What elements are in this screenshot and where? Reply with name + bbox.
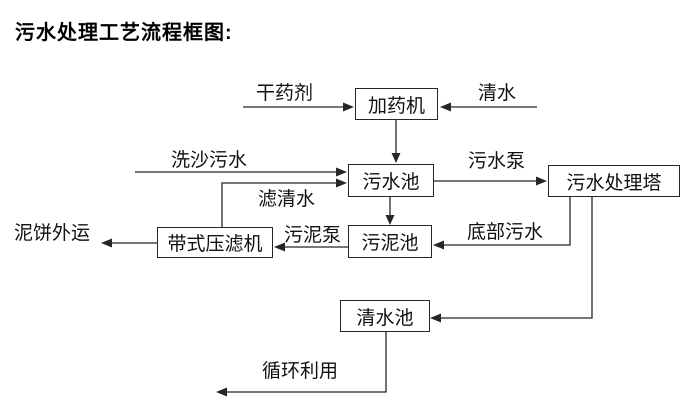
node-sludge-pool: 污泥池 bbox=[348, 225, 432, 258]
label-sewage-pump: 污水泵 bbox=[468, 151, 526, 172]
arrow-bottom-sewage bbox=[433, 197, 571, 250]
label-filtered-water: 滤清水 bbox=[258, 189, 316, 210]
label-dry-agent: 干药剂 bbox=[256, 83, 314, 104]
label-recycling: 循环利用 bbox=[262, 361, 339, 382]
node-treatment-tower: 污水处理塔 bbox=[548, 165, 680, 197]
label-mud-cake-out: 泥饼外运 bbox=[14, 223, 91, 244]
arrow-mud-cake-out bbox=[101, 238, 157, 248]
arrow-sludge-pump bbox=[274, 242, 348, 252]
arrow-recycling bbox=[216, 332, 387, 397]
arrow-sewage-pump bbox=[434, 176, 547, 186]
node-sewage-pool: 污水池 bbox=[348, 164, 434, 197]
label-sand-washing-sewage: 洗沙污水 bbox=[171, 150, 248, 171]
node-belt-filter-press: 带式压滤机 bbox=[157, 227, 273, 258]
label-bottom-sewage: 底部污水 bbox=[467, 222, 544, 243]
node-dosing-machine: 加药机 bbox=[355, 88, 438, 120]
page-title: 污水处理工艺流程框图: bbox=[15, 22, 233, 44]
arrow-dosing-to-sewage-pool bbox=[391, 120, 401, 163]
arrow-tower-to-clean-pool bbox=[430, 197, 593, 323]
arrow-filtered-water bbox=[221, 178, 347, 227]
label-clean-water: 清水 bbox=[478, 83, 517, 104]
arrow-clean-water-in bbox=[440, 102, 537, 112]
arrow-sewage-to-sludge bbox=[385, 197, 395, 225]
arrow-sand-washing-sewage bbox=[135, 167, 347, 177]
arrow-dry-agent bbox=[243, 102, 354, 112]
label-sludge-pump: 污泥泵 bbox=[284, 225, 342, 246]
node-clean-water-pool: 清水池 bbox=[340, 300, 430, 332]
